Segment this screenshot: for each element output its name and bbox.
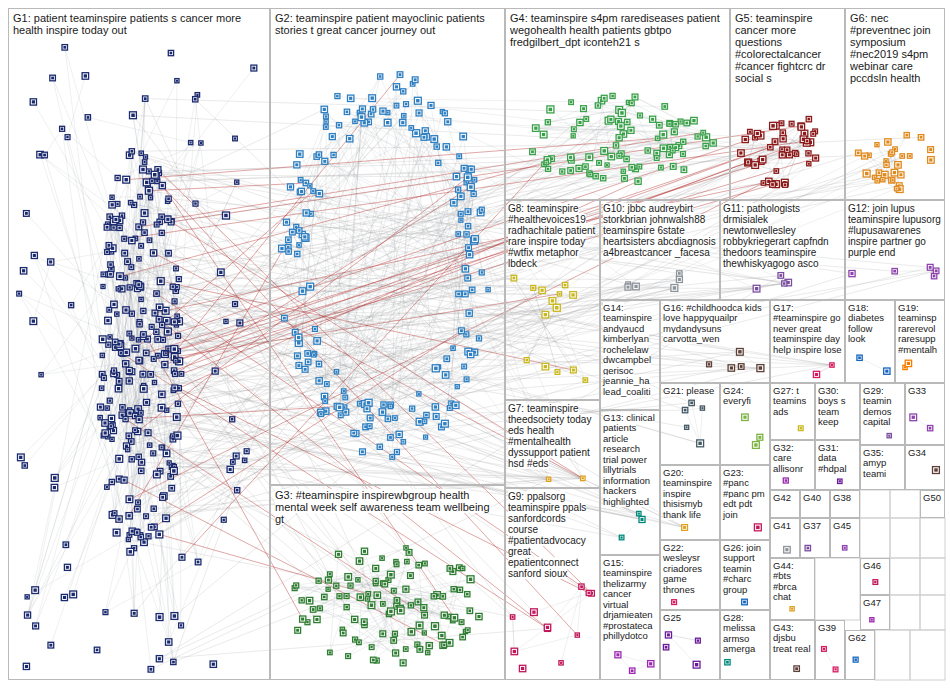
graph-canvas: G1: patient teaminspire patients s cance… <box>0 0 950 688</box>
